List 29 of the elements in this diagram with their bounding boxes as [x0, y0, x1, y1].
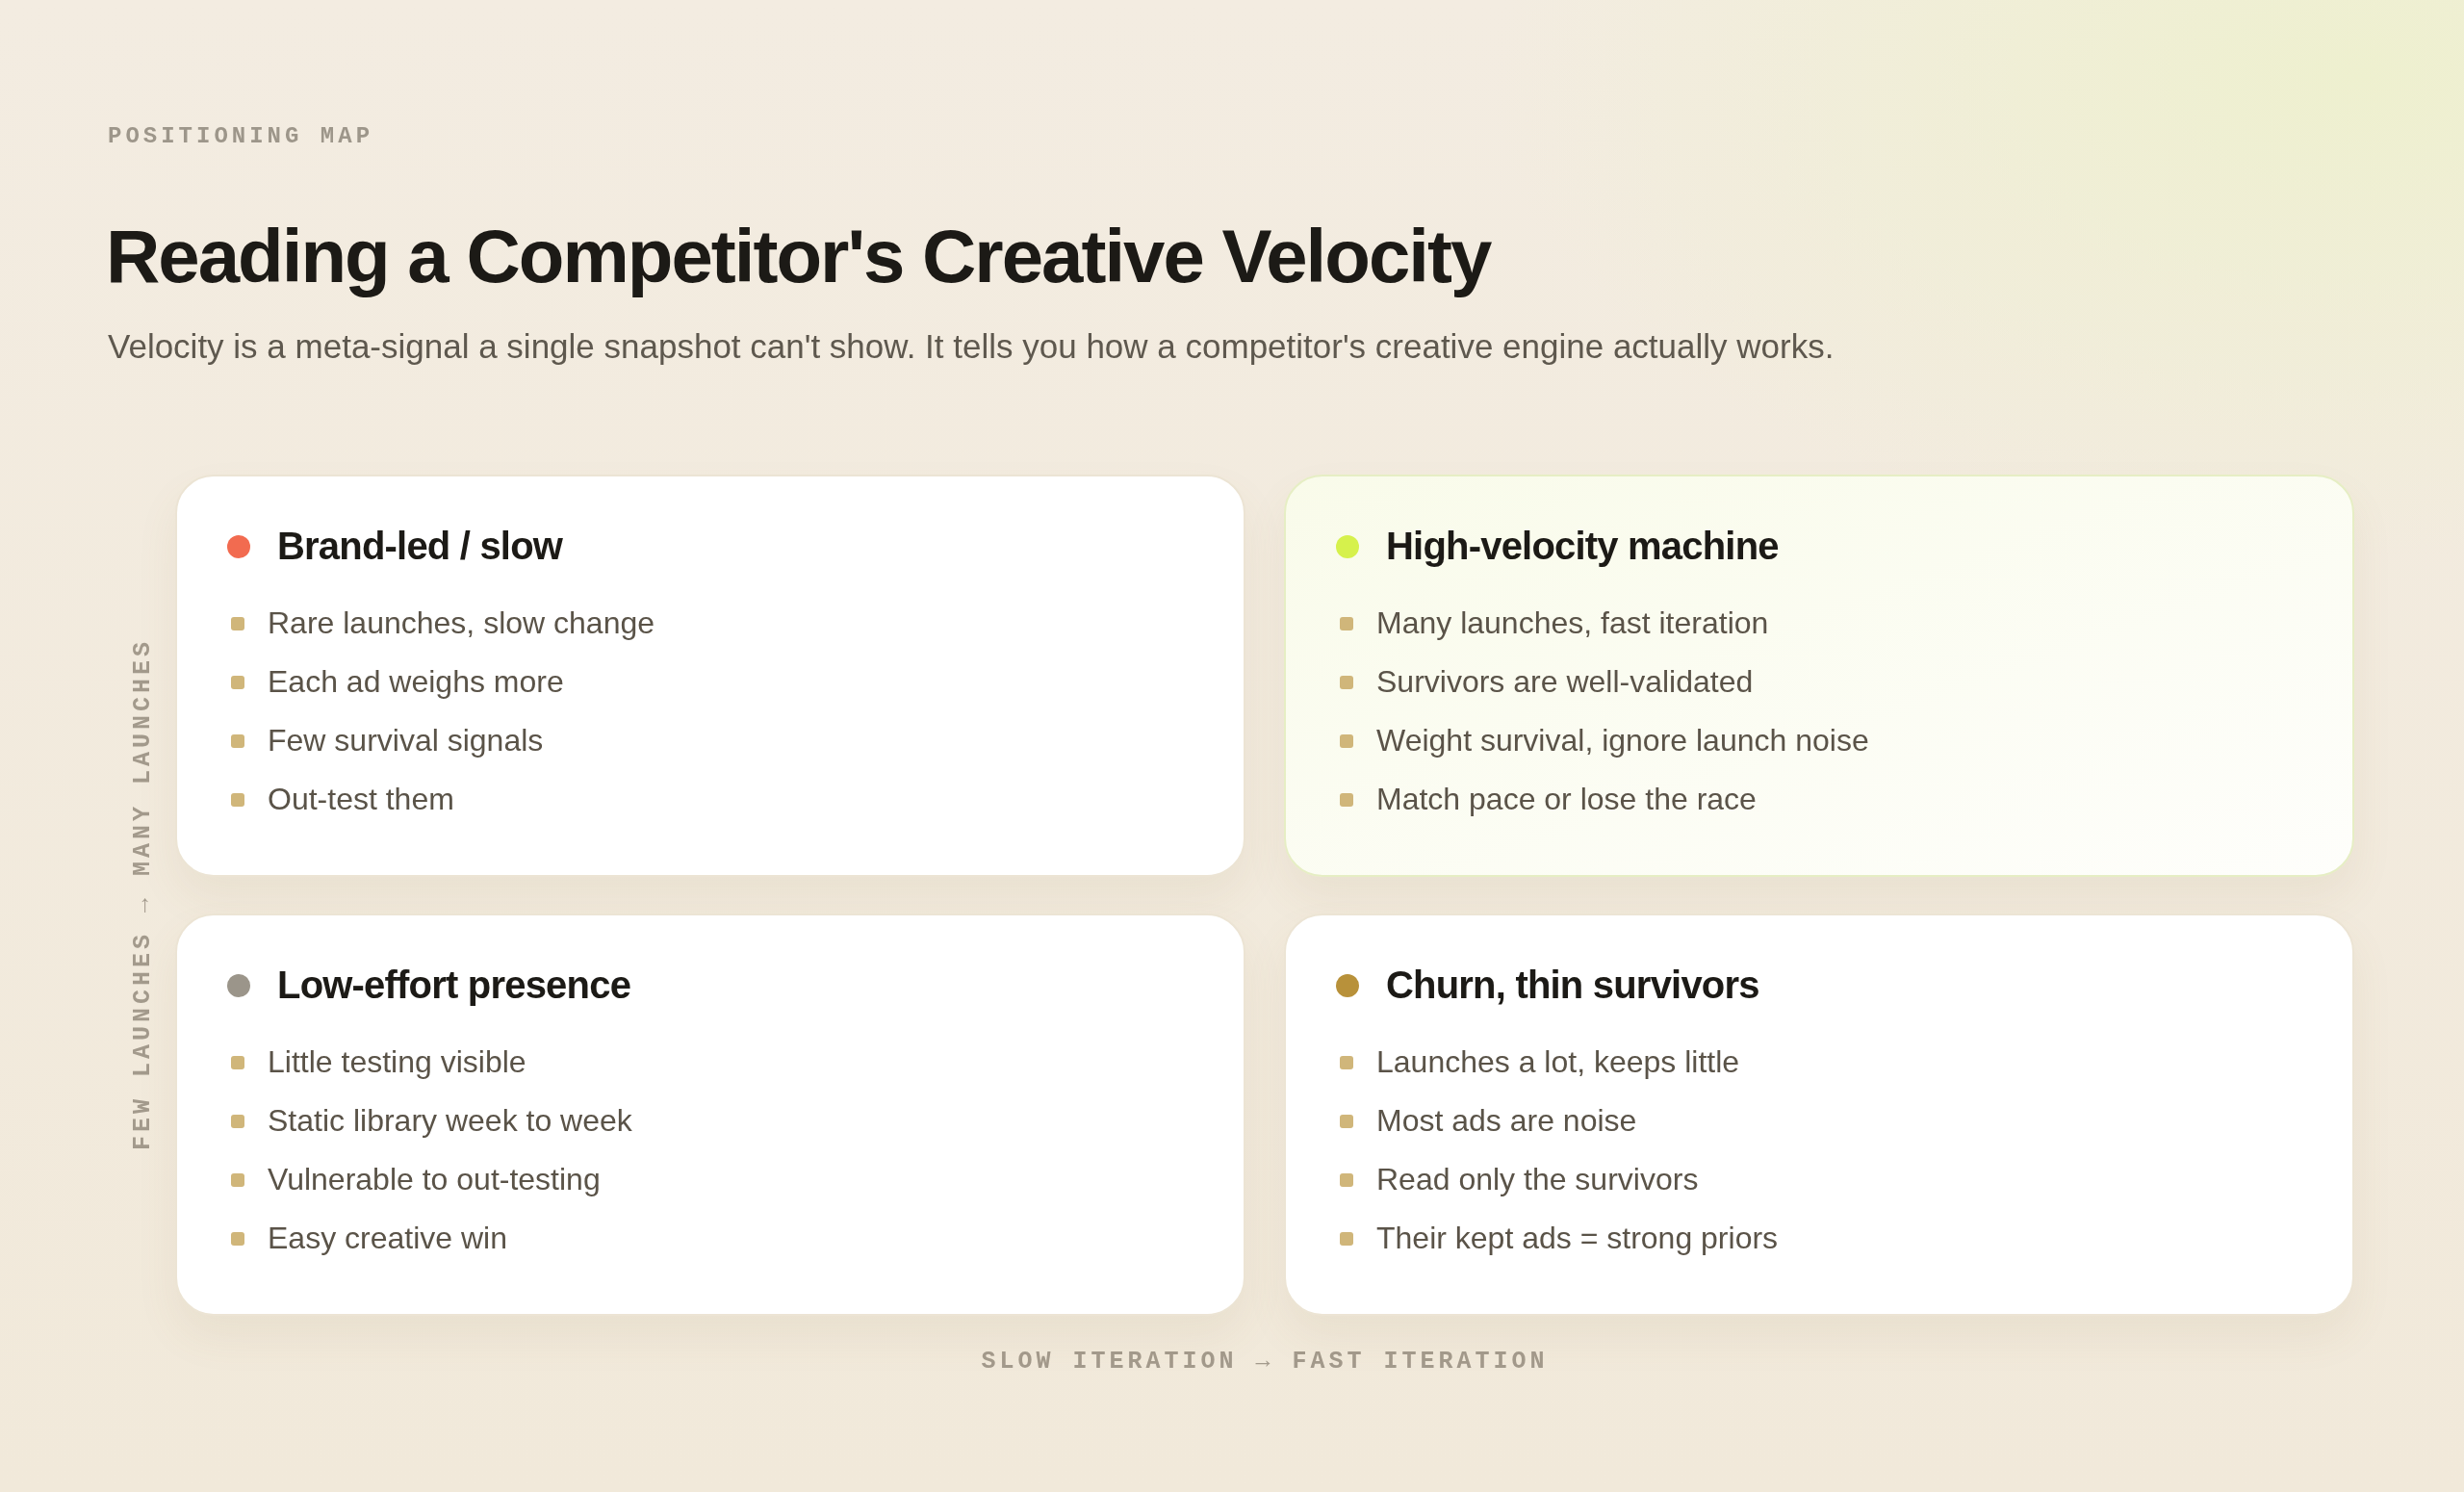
- bullet-text: Survivors are well-validated: [1376, 664, 1754, 700]
- bullet-text: Match pace or lose the race: [1376, 782, 1757, 817]
- axis-label: SLOW ITERATION → FAST ITERATION: [981, 1348, 1549, 1376]
- quadrant-heading: Low-effort presence: [277, 964, 631, 1007]
- section-label: POSITIONING MAP: [108, 123, 374, 149]
- subtitle: Velocity is a meta-signal a single snapshot can't show. It tells you how a competitor's creative engine actually works.: [108, 326, 1835, 367]
- bullet-text: Out-test them: [268, 782, 454, 817]
- bullet-text: Most ads are noise: [1376, 1103, 1637, 1139]
- quadrant-heading: Brand-led / slow: [277, 525, 563, 568]
- quadrant-card: [1284, 913, 2354, 1316]
- bullet-text: Each ad weighs more: [268, 664, 564, 700]
- bullet-text: Vulnerable to out-testing: [268, 1162, 601, 1197]
- bullet-text: Launches a lot, keeps little: [1376, 1044, 1740, 1080]
- bullet-text: Static library week to week: [268, 1103, 632, 1139]
- quadrant-heading: High-velocity machine: [1386, 525, 1779, 568]
- bullet-text: Few survival signals: [268, 723, 544, 759]
- bullet-text: Little testing visible: [268, 1044, 526, 1080]
- bullet-text: Read only the survivors: [1376, 1162, 1699, 1197]
- quadrant-card: [175, 475, 1245, 877]
- quadrant-heading: Churn, thin survivors: [1386, 964, 1759, 1007]
- axis-label: FEW LAUNCHES → MANY LAUNCHES: [129, 638, 157, 1151]
- bullet-text: Rare launches, slow change: [268, 605, 654, 641]
- quadrant-card: [175, 913, 1245, 1316]
- page-title: Reading a Competitor's Creative Velocity: [106, 216, 1491, 298]
- bullet-text: Many launches, fast iteration: [1376, 605, 1769, 641]
- bullet-text: Weight survival, ignore launch noise: [1376, 723, 1869, 759]
- quadrant-card: [1284, 475, 2354, 877]
- bullet-text: Their kept ads = strong priors: [1376, 1221, 1779, 1256]
- bullet-text: Easy creative win: [268, 1221, 507, 1256]
